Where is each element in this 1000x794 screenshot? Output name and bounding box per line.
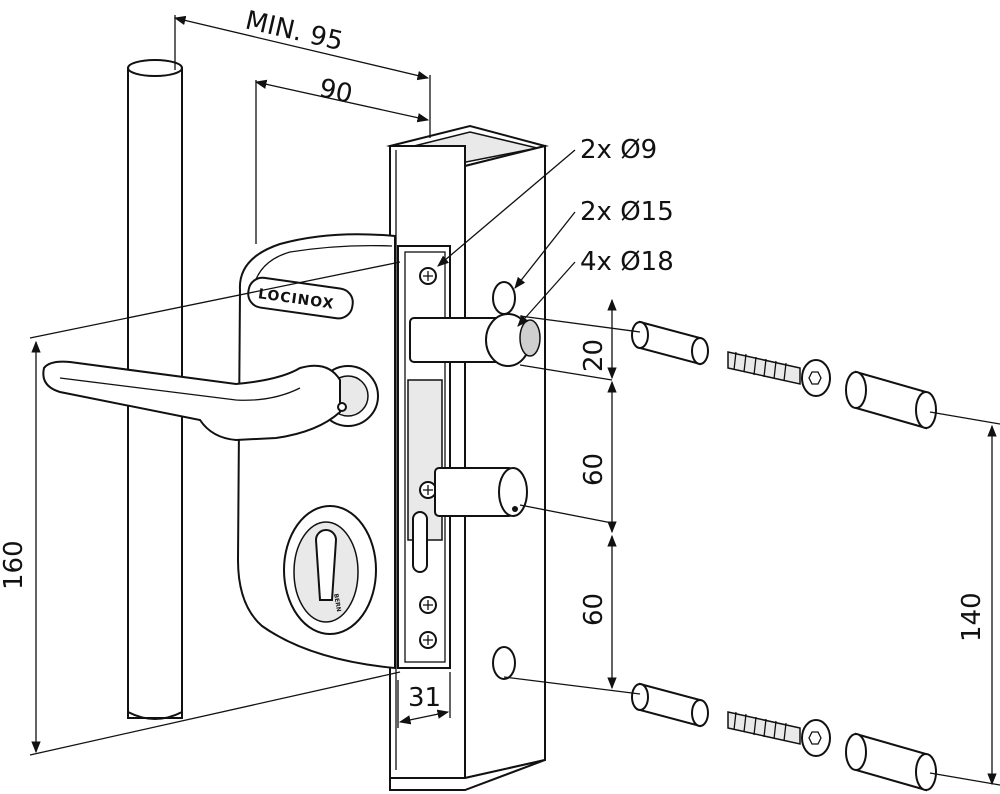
dead-bolt <box>434 467 528 517</box>
dim-label-60a: 60 <box>579 453 609 486</box>
screw-icon <box>727 711 831 757</box>
fixing-set-top <box>631 320 937 430</box>
cylinder: BERN <box>283 505 377 635</box>
dim-line-90 <box>254 79 430 123</box>
handle <box>42 360 379 442</box>
bushing-icon <box>845 370 937 430</box>
screw-icon <box>419 631 437 649</box>
screw-icon <box>419 481 437 499</box>
latch-bolt <box>409 313 541 367</box>
dim-line-31 <box>398 709 450 725</box>
faceplate-slot <box>412 511 428 573</box>
screw-icon <box>419 596 437 614</box>
dim-label-31: 31 <box>408 683 441 713</box>
dim-line-min95 <box>173 15 430 81</box>
dimension-lines <box>31 15 997 786</box>
dim-label-min95: MIN. 95 <box>242 6 345 58</box>
cylinder-brand: BERN <box>332 593 342 612</box>
bushing-icon <box>845 732 937 792</box>
dim-label-90: 90 <box>317 74 356 110</box>
bushing-icon <box>631 320 709 366</box>
dim-label-20: 20 <box>579 339 609 372</box>
faceplate <box>397 245 474 669</box>
callout-leaders <box>437 149 576 327</box>
dim-label-60b: 60 <box>579 593 609 626</box>
callout-hole-9: 2x Ø9 <box>580 135 657 165</box>
fixing-set-bottom <box>631 682 937 792</box>
dim-label-140: 140 <box>957 592 987 642</box>
screw-icon <box>419 267 437 285</box>
profile-holes <box>492 281 516 680</box>
callout-hole-15: 2x Ø15 <box>580 197 674 227</box>
callout-hole-18: 4x Ø18 <box>580 247 674 277</box>
extension-lines <box>29 15 1000 786</box>
dim-label-160: 160 <box>0 540 29 590</box>
bushing-icon <box>631 682 709 728</box>
screw-icon <box>727 351 831 397</box>
